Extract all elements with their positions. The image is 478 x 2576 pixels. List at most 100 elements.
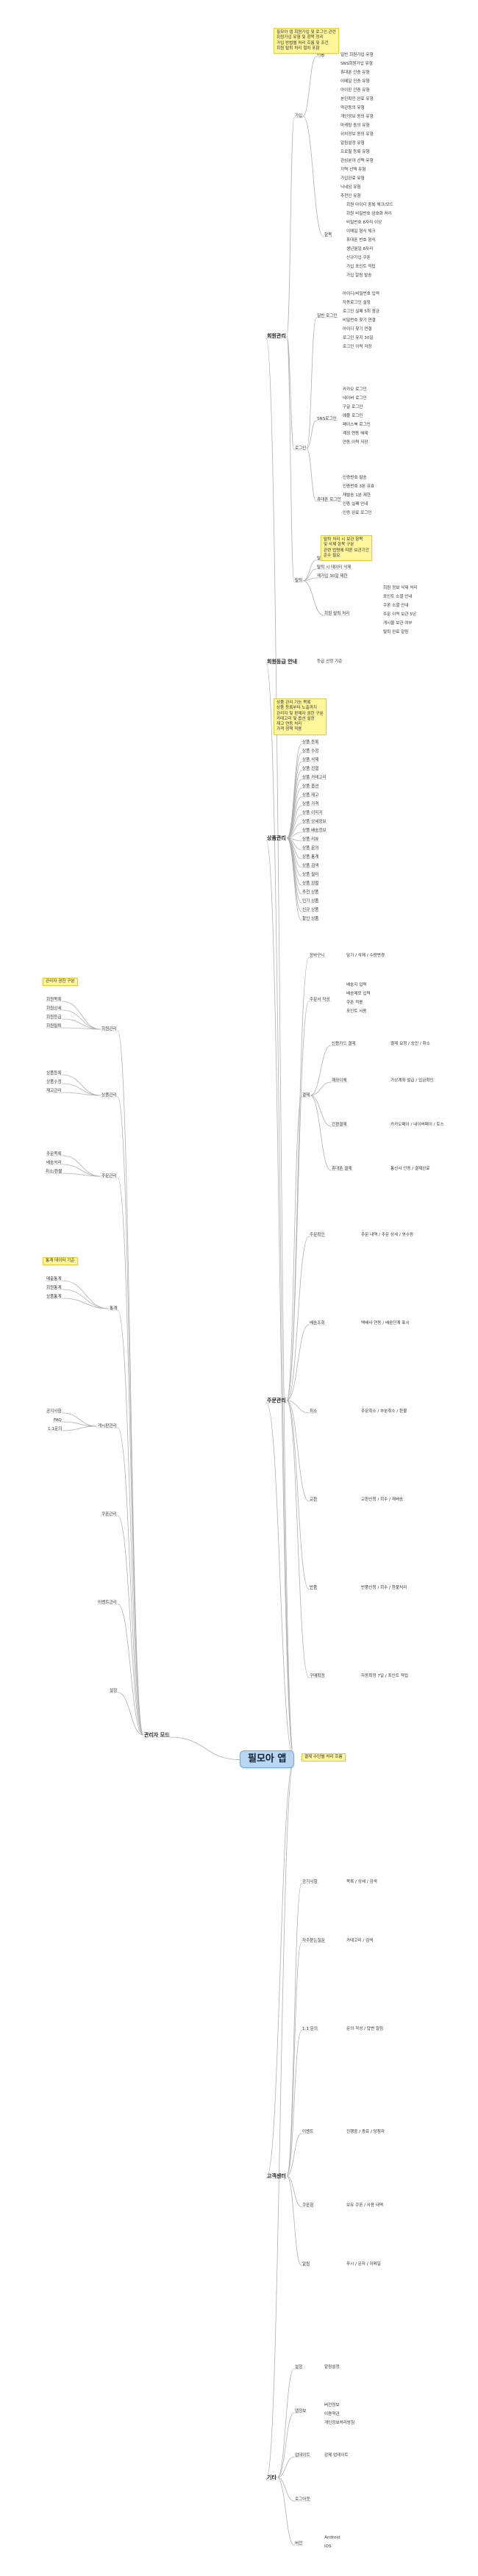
topic-node[interactable]: 상품등록 — [46, 1071, 62, 1076]
topic-node[interactable]: 등급 산정 기준 — [317, 659, 343, 664]
topic-node[interactable]: 휴대폰 인증 유형 — [340, 71, 370, 75]
topic-node[interactable]: 아이디/비밀번호 입력 — [343, 292, 379, 296]
topic-node[interactable]: 상품 옵션 — [302, 784, 319, 789]
topic-node[interactable]: 회원 탈퇴 처리 — [324, 612, 350, 616]
topic-node[interactable]: 상품 재고 — [302, 793, 319, 798]
topic-node[interactable]: 카카오 로그인 — [343, 387, 367, 392]
topic-node[interactable]: 생년월일 8자리 — [346, 247, 374, 251]
topic-node[interactable]: 회원목록 — [46, 998, 62, 1002]
topic-node[interactable]: 관심분야 선택 유형 — [340, 159, 374, 163]
topic-node[interactable]: 상품 등록 — [302, 740, 319, 745]
topic-node[interactable]: 이벤트관리 — [98, 1600, 117, 1605]
topic-node[interactable]: 자동로그인 설정 — [343, 301, 371, 305]
topic-node[interactable]: 버전 — [295, 2541, 303, 2546]
topic-node[interactable]: 결제 요청 / 승인 / 취소 — [390, 1042, 430, 1046]
topic-node[interactable]: 네이버 로그인 — [343, 396, 367, 401]
topic-node[interactable]: Android — [324, 2536, 340, 2540]
topic-node[interactable]: SNS로그인 — [317, 417, 337, 421]
topic-node[interactable]: 업데이트 — [295, 2453, 310, 2458]
topic-node[interactable]: 주문목록 — [46, 1152, 62, 1156]
topic-node[interactable]: 통계 — [110, 1306, 118, 1311]
topic-node[interactable]: 비밀번호 찾기 연결 — [343, 318, 376, 323]
topic-node[interactable]: 상품 필터 — [302, 873, 319, 877]
topic-node[interactable]: 택배사 연동 / 배송단계 표시 — [361, 1321, 410, 1325]
topic-node[interactable]: 상품 문의 — [302, 846, 319, 851]
branch-topic[interactable]: 회원등급 안내 — [267, 659, 298, 665]
topic-node[interactable]: 상품 삭제 — [302, 758, 319, 762]
branch-topic[interactable]: 고객센터 — [267, 2173, 286, 2179]
topic-node[interactable]: 상품통계 — [46, 1295, 62, 1299]
topic-node[interactable]: 일반 회원가입 유형 — [340, 53, 374, 57]
topic-node[interactable]: 상품관리 — [101, 1093, 117, 1098]
topic-node[interactable]: 간편결제 — [332, 1123, 347, 1127]
topic-node[interactable]: 교환신청 / 회수 / 재배송 — [361, 1498, 404, 1502]
topic-node[interactable]: 주문관리 — [101, 1174, 117, 1178]
branch-topic[interactable]: 상품관리 — [267, 835, 286, 841]
topic-node[interactable]: 개인정보처리방침 — [324, 2421, 355, 2425]
topic-node[interactable]: 탈퇴 — [295, 579, 303, 583]
topic-node[interactable]: 장바구니 — [310, 954, 325, 958]
topic-node[interactable]: 반품 — [310, 1586, 318, 1590]
topic-node[interactable]: 알림설정 유형 — [340, 141, 365, 146]
topic-node[interactable]: 휴대폰 결제 — [332, 1167, 352, 1171]
topic-node[interactable]: 가입완료 유형 — [340, 176, 365, 181]
topic-node[interactable]: 1:1 문의 — [302, 2027, 318, 2031]
topic-node[interactable]: 주문 이력 보관 5년 — [383, 612, 416, 617]
topic-node[interactable]: 상품 리뷰 — [302, 837, 319, 842]
topic-node[interactable]: 이메일 형식 체크 — [346, 229, 376, 234]
topic-node[interactable]: 연동 이력 저장 — [343, 440, 368, 445]
topic-node[interactable]: 이벤트 — [302, 2130, 314, 2134]
topic-node[interactable]: 공지사항 — [46, 1409, 62, 1414]
topic-node[interactable]: 휴대폰 번호 형식 — [346, 238, 376, 243]
topic-node[interactable]: 회원등급 — [46, 1015, 62, 1020]
topic-node[interactable]: iOS — [324, 2544, 332, 2549]
topic-node[interactable]: 가입 — [295, 114, 303, 118]
topic-node[interactable]: 회원통계 — [46, 1286, 62, 1290]
topic-node[interactable]: 상품수정 — [46, 1080, 62, 1084]
topic-node[interactable]: 비밀번호 8자리 이상 — [346, 221, 382, 225]
topic-node[interactable]: 취소/환불 — [46, 1170, 63, 1174]
topic-node[interactable]: 배송처리 — [46, 1161, 62, 1165]
topic-node[interactable]: 재고관리 — [46, 1089, 62, 1093]
topic-node[interactable]: 앱정보 — [295, 2409, 307, 2414]
topic-node[interactable]: 위치정보 동의 유형 — [340, 132, 374, 137]
topic-node[interactable]: 상품 진열 — [302, 767, 319, 771]
topic-node[interactable]: 약관동의 유형 — [340, 106, 365, 110]
topic-node[interactable]: 설정 — [295, 2365, 303, 2369]
topic-node[interactable]: 이름 — [317, 53, 325, 57]
topic-node[interactable]: 가상계좌 발급 / 입금확인 — [390, 1078, 434, 1083]
topic-node[interactable]: 진행중 / 종료 / 당첨자 — [346, 2130, 385, 2134]
topic-node[interactable]: 상품 상세정보 — [302, 820, 327, 824]
topic-node[interactable]: 회원탈퇴 — [46, 1024, 62, 1028]
topic-node[interactable]: 마케팅 동의 유형 — [340, 124, 370, 128]
topic-node[interactable]: 회원 아이디 중복 체크/모드 — [346, 203, 393, 207]
topic-node[interactable]: 인증번호 3분 유효 — [343, 484, 375, 489]
topic-node[interactable]: 인증번호 발송 — [343, 476, 367, 480]
topic-node[interactable]: 이메일 인증 유형 — [340, 79, 370, 84]
topic-node[interactable]: 배송조회 — [310, 1321, 325, 1325]
topic-node[interactable]: SNS회원가입 유형 — [340, 62, 373, 66]
topic-node[interactable]: 카테고리 / 검색 — [346, 1939, 374, 1943]
topic-node[interactable]: 로그인 실패 5회 잠금 — [343, 310, 380, 314]
topic-node[interactable]: 탈퇴 시 데이터 삭제 — [317, 565, 352, 570]
topic-node[interactable]: 회원 비밀번호 암호화 처리 — [346, 212, 392, 216]
topic-node[interactable]: 쿠폰 소멸 안내 — [383, 604, 409, 608]
topic-node[interactable]: 계정 연동 해제 — [343, 432, 368, 436]
topic-node[interactable]: 애플 로그인 — [343, 414, 363, 418]
topic-node[interactable]: 자동확정 7일 / 포인트 적립 — [361, 1674, 409, 1678]
topic-node[interactable]: 자주묻는질문 — [302, 1939, 325, 1943]
topic-node[interactable]: 포인트 소멸 안내 — [383, 595, 413, 599]
topic-node[interactable]: 주문확인 — [310, 1233, 325, 1237]
topic-node[interactable]: 공지사항 — [302, 1880, 318, 1884]
branch-topic[interactable]: 회원관리 — [267, 333, 286, 339]
topic-node[interactable]: 추천 상품 — [302, 890, 319, 895]
topic-node[interactable]: 상품 카테고리 — [302, 776, 327, 780]
topic-node[interactable]: 페이스북 로그인 — [343, 423, 371, 427]
topic-node[interactable]: 신규가입 쿠폰 — [346, 256, 371, 260]
topic-node[interactable]: 쿠폰관리 — [101, 1512, 117, 1517]
branch-topic[interactable]: 기타 — [267, 2475, 277, 2480]
topic-node[interactable]: 반품신청 / 회수 / 환불처리 — [361, 1586, 407, 1590]
topic-node[interactable]: 보유 쿠폰 / 사용 내역 — [346, 2203, 384, 2208]
topic-node[interactable]: 회원관리 — [101, 1027, 117, 1031]
topic-node[interactable]: 상품 배송정보 — [302, 829, 327, 833]
